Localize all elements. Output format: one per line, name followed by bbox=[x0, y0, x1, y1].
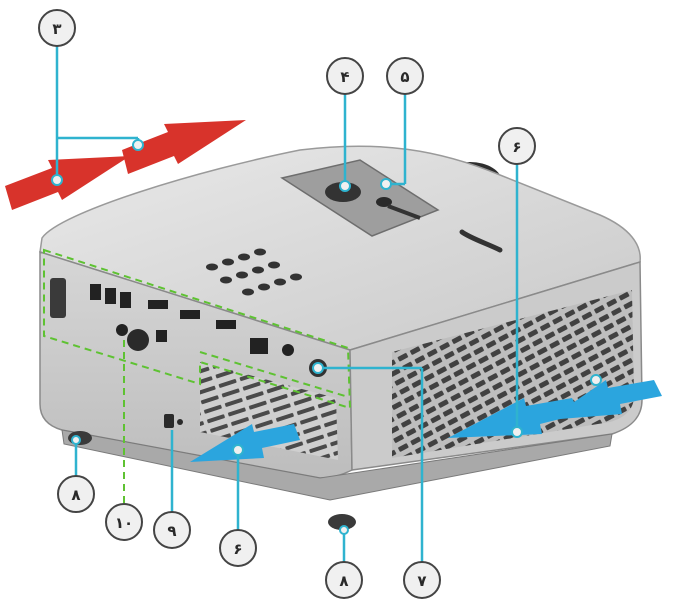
callout-6-side: ۶ bbox=[498, 127, 536, 165]
focus-lever bbox=[376, 197, 392, 207]
lens-control-recess bbox=[280, 159, 440, 237]
hdmi-port-2 bbox=[180, 310, 200, 319]
callout-3: ۳ bbox=[38, 9, 76, 47]
usb-port bbox=[282, 344, 294, 356]
power-dial bbox=[127, 329, 149, 351]
callout-3-label: ۳ bbox=[52, 20, 61, 38]
callout-8-left-label: ۸ bbox=[71, 486, 80, 504]
rj45-port bbox=[250, 338, 268, 354]
ethernet-port bbox=[156, 330, 167, 342]
callout-8-right: ۸ bbox=[325, 561, 363, 599]
io-outline bbox=[43, 248, 352, 505]
vent-outline bbox=[199, 351, 346, 397]
callout-4-label: ۴ bbox=[340, 68, 349, 86]
callout-8-left: ۸ bbox=[57, 475, 95, 513]
callouts: ۳ ۴ ۵ ۶ ۸ ۱۰ ۹ ۶ ۸ ۷ bbox=[38, 9, 536, 599]
callout-9: ۹ bbox=[153, 511, 191, 549]
leader-endpoints bbox=[51, 139, 602, 535]
dc-port bbox=[116, 324, 128, 336]
callout-6-side-label: ۶ bbox=[512, 138, 521, 156]
callout-6-rear-label: ۶ bbox=[233, 540, 242, 558]
projector-body bbox=[39, 145, 643, 530]
audio-port-1 bbox=[90, 284, 101, 300]
keypad bbox=[206, 248, 302, 296]
callout-7-label: ۷ bbox=[417, 572, 426, 590]
zoom-ring bbox=[325, 182, 361, 202]
callout-10: ۱۰ bbox=[105, 503, 143, 541]
callout-4: ۴ bbox=[326, 57, 364, 95]
hdmi-port-3 bbox=[216, 320, 236, 329]
audio-port-3 bbox=[120, 292, 131, 308]
intake-airflow-arrow-icon bbox=[190, 380, 662, 462]
callout-8-right-label: ۸ bbox=[339, 572, 348, 590]
audio-port-2 bbox=[105, 288, 116, 304]
kensington-lock-icon bbox=[164, 414, 183, 428]
callout-7: ۷ bbox=[403, 561, 441, 599]
adjustment-foot-right bbox=[328, 514, 356, 530]
callout-10-label: ۱۰ bbox=[115, 514, 133, 532]
callout-5-label: ۵ bbox=[400, 68, 409, 86]
vga-port bbox=[50, 278, 66, 318]
io-panel-outline bbox=[43, 248, 352, 410]
callout-5: ۵ bbox=[386, 57, 424, 95]
callout-9-label: ۹ bbox=[167, 522, 176, 540]
hdmi-port-1 bbox=[148, 300, 168, 309]
exhaust-airflow-arrow-icon bbox=[5, 120, 246, 210]
brand-logo bbox=[459, 229, 503, 253]
callout-6-rear: ۶ bbox=[219, 529, 257, 567]
io-ports bbox=[50, 278, 327, 377]
